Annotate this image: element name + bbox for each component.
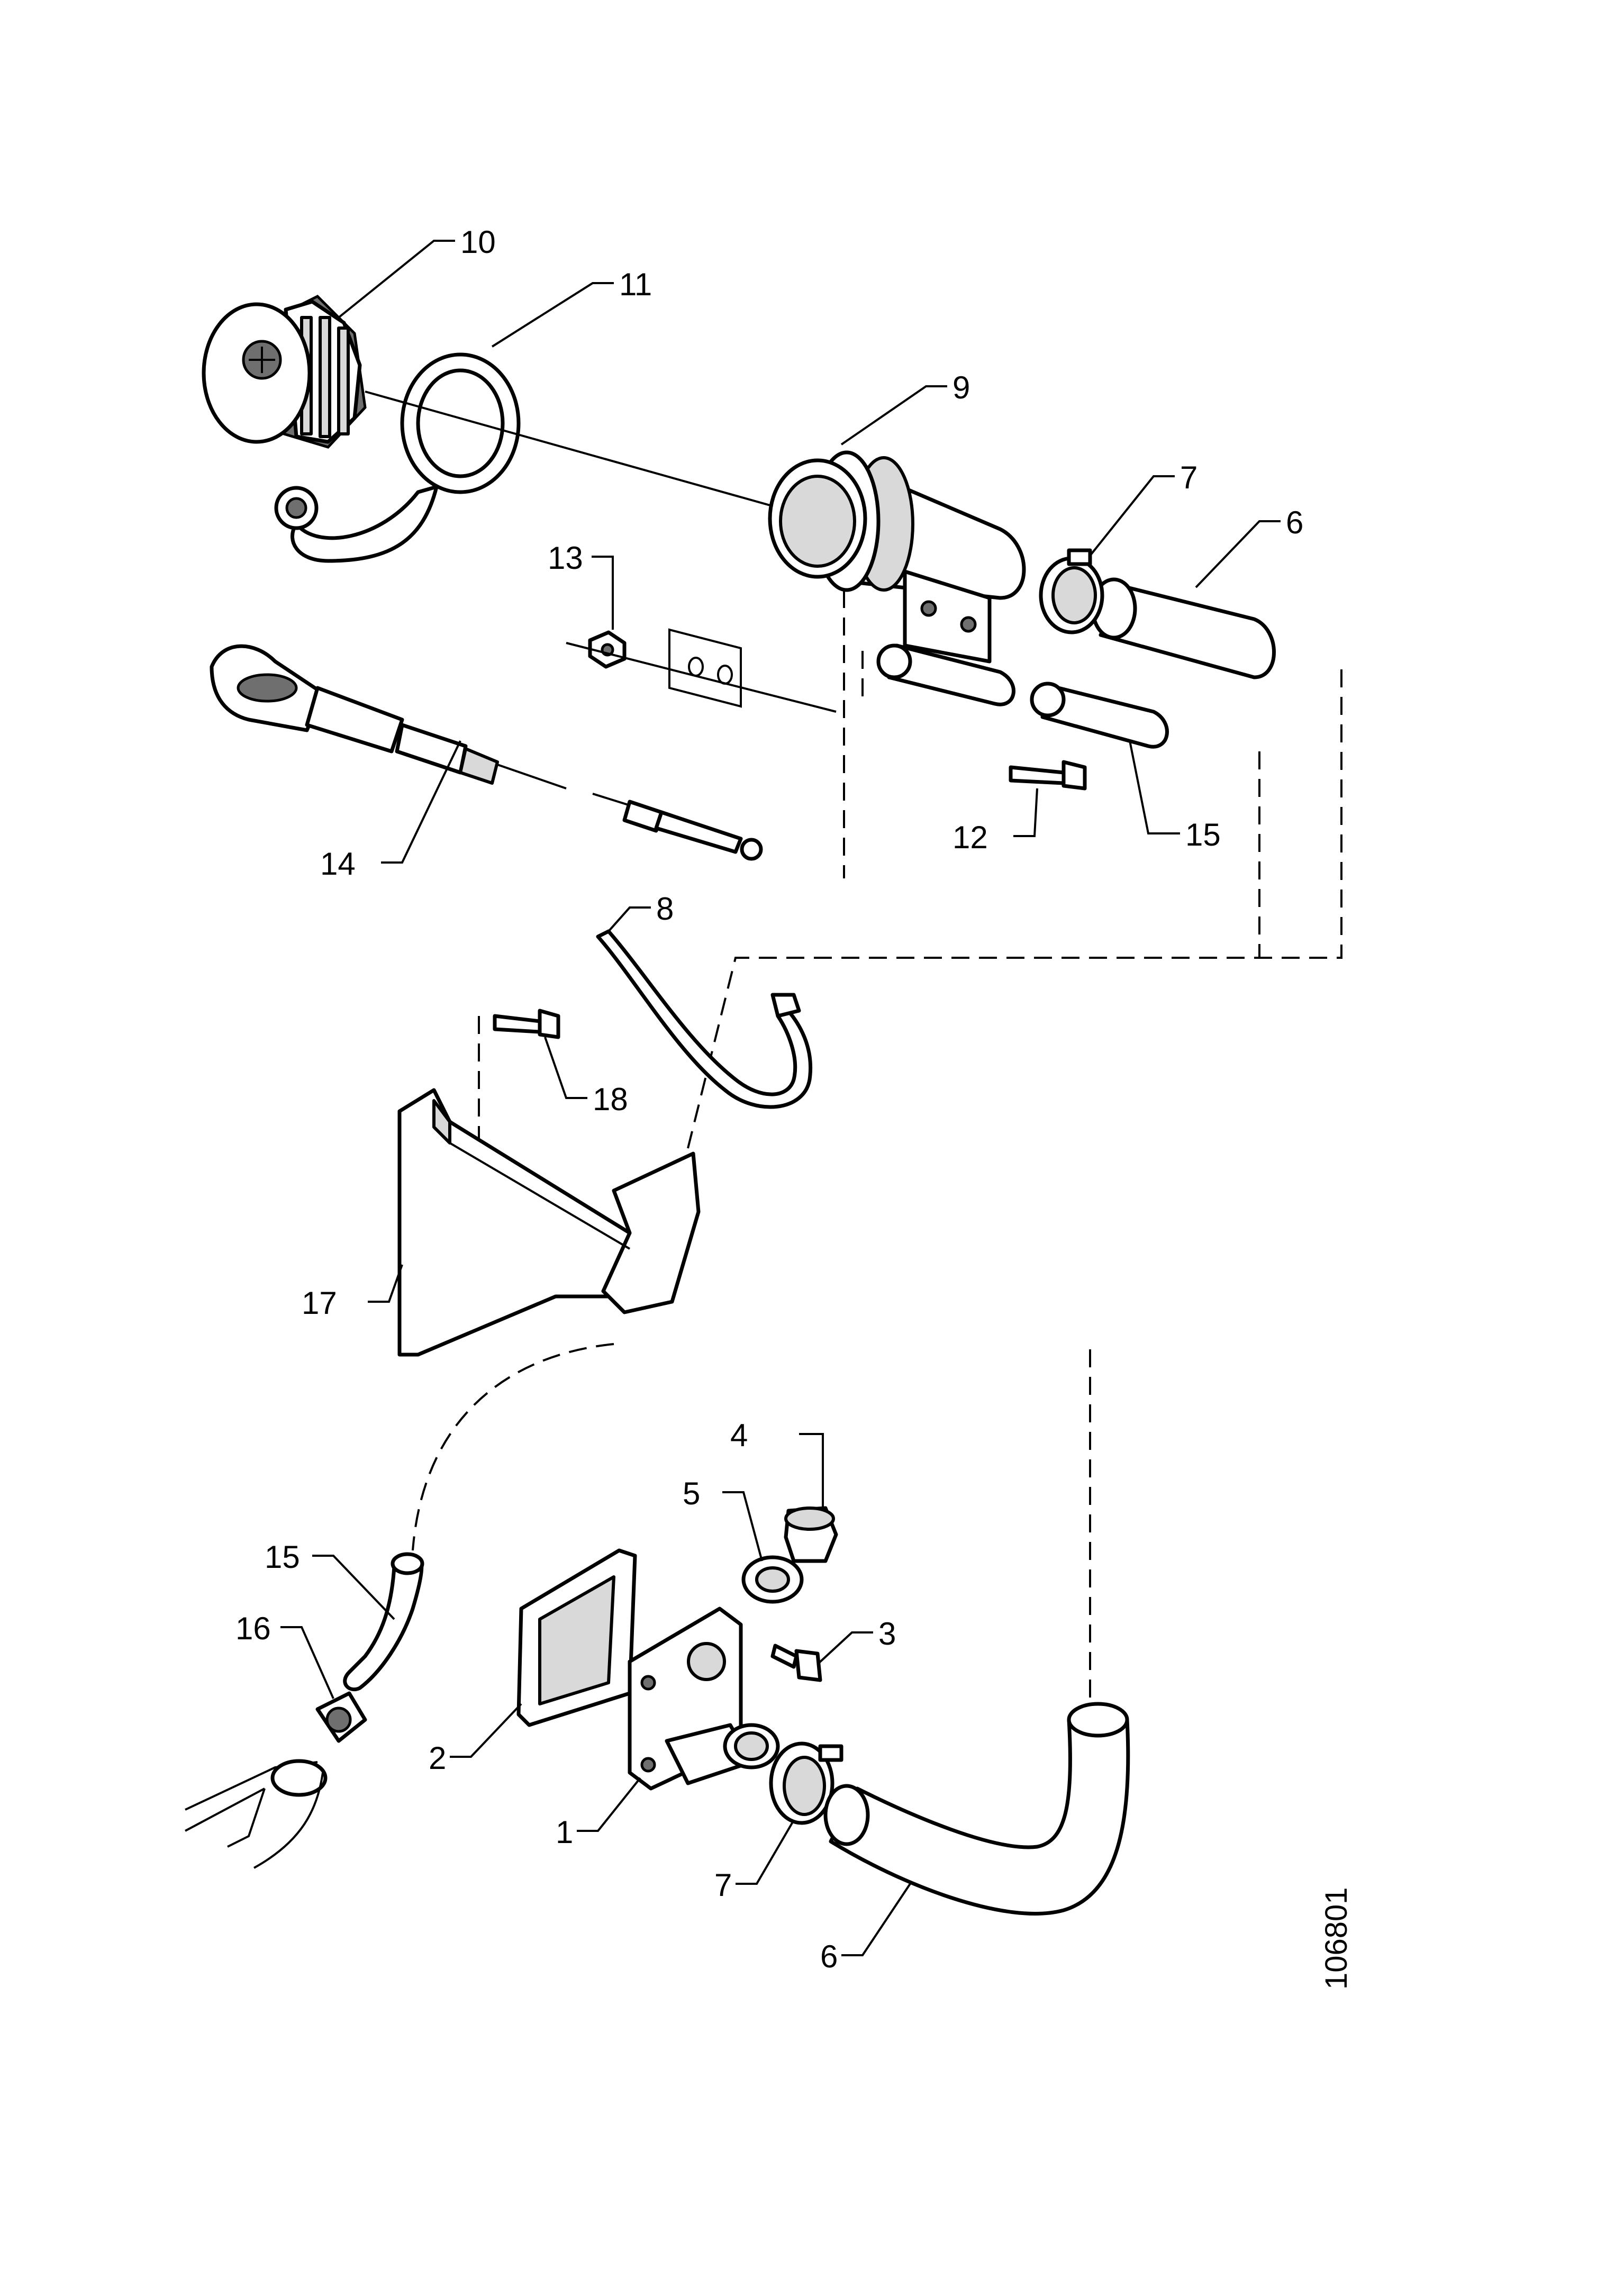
label-4: 4: [730, 1418, 748, 1453]
bolt-part-12: [1009, 760, 1087, 791]
label-2: 2: [429, 1740, 446, 1776]
label-11: 11: [619, 267, 652, 302]
cap-axis-line: [365, 391, 837, 525]
label-3: 3: [878, 1616, 896, 1651]
leader-lines: [280, 240, 1281, 1956]
adapter-part-16: [315, 1691, 367, 1743]
label-10: 10: [460, 224, 496, 260]
bolt-part-3: [770, 1644, 822, 1682]
bracket-plate: [668, 628, 742, 708]
label-16: 16: [235, 1611, 271, 1646]
strap-part-11: [274, 352, 521, 563]
label-18: 18: [593, 1082, 628, 1117]
filler-cap-part-10: [202, 294, 367, 449]
hose-part-6-top: [1091, 577, 1276, 679]
strap-part-8: [596, 929, 812, 1109]
assembly-lines: [412, 590, 1342, 1714]
label-15-top: 15: [1185, 817, 1221, 852]
housing-part-1: [628, 1607, 780, 1791]
figure-number: 106801: [1319, 1887, 1354, 1990]
hose-part-6-bottom: [823, 1702, 1130, 1916]
engine-section: [185, 1759, 328, 1869]
label-15-bottom: 15: [265, 1539, 300, 1575]
label-9: 9: [952, 370, 970, 405]
label-7-top: 7: [1180, 460, 1197, 495]
hose-part-15-top: [876, 643, 1169, 749]
hose-part-15-bottom: [343, 1552, 424, 1692]
label-6-top: 6: [1286, 505, 1303, 540]
label-14: 14: [320, 846, 356, 882]
label-5: 5: [683, 1476, 700, 1511]
clamp-part-7-top: [1039, 548, 1104, 634]
label-8: 8: [656, 891, 674, 927]
gasket-part-2: [516, 1548, 637, 1727]
label-6-bottom: 6: [820, 1939, 838, 1974]
bolt-part-18: [493, 1009, 560, 1039]
plug-part-4: [784, 1506, 838, 1563]
label-17: 17: [302, 1285, 337, 1321]
cable-part-14: [210, 644, 763, 861]
clamp-part-7-bottom: [769, 1741, 843, 1825]
part-number-labels: 10 11 9 7 6 13 14 12 15 8 18 17 4 5 15 1…: [235, 224, 1303, 1974]
bracket-part-17: [397, 1088, 701, 1357]
label-13: 13: [548, 540, 583, 576]
filler-neck-part-9: [768, 450, 1026, 664]
nut-axis-line: [566, 642, 837, 713]
washer-part-5: [741, 1555, 804, 1604]
label-1: 1: [556, 1814, 573, 1850]
label-7-bottom: 7: [714, 1867, 732, 1903]
label-12: 12: [952, 820, 988, 855]
